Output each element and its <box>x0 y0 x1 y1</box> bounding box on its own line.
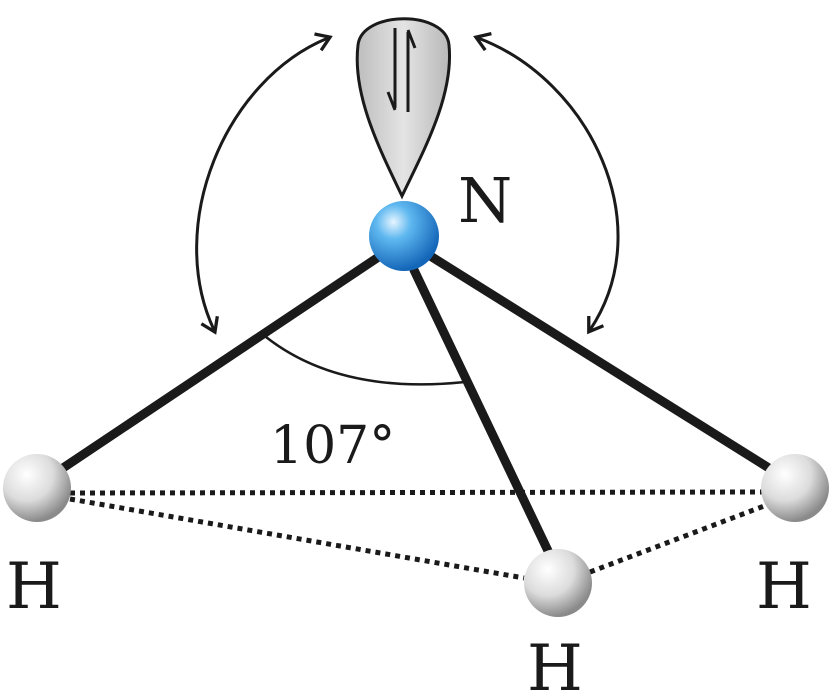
dotted-edge-front-right <box>589 500 773 575</box>
base-triangle <box>69 489 773 581</box>
hydrogen-atom-right <box>761 454 829 522</box>
bonds <box>55 252 785 560</box>
hydrogen-atom-left <box>3 454 71 522</box>
hydrogen-atom-front <box>524 549 592 617</box>
bond-angle-arc <box>265 336 466 386</box>
hydrogen-label-right: H <box>756 550 812 624</box>
hydrogen-label-front: H <box>527 632 583 698</box>
rotation-arrow-right <box>473 32 620 335</box>
hydrogen-label-left: H <box>6 550 62 624</box>
bond-angle-label: 107° <box>270 416 395 476</box>
spin-down-arrowhead <box>386 91 397 111</box>
electron-spin-arrows <box>386 28 417 112</box>
bond-n-h-front <box>409 265 555 560</box>
rotation-arrow-left <box>195 32 333 335</box>
bond-n-h-right <box>427 252 785 480</box>
orbital-lobe-shape <box>355 17 452 200</box>
spin-up-arrowhead <box>406 29 417 49</box>
nitrogen-label: N <box>458 164 512 237</box>
nitrogen-atom <box>369 201 439 271</box>
dotted-edge-left-front <box>69 496 525 581</box>
dotted-edge-left-right <box>69 489 769 496</box>
lone-pair-orbital <box>355 17 452 200</box>
